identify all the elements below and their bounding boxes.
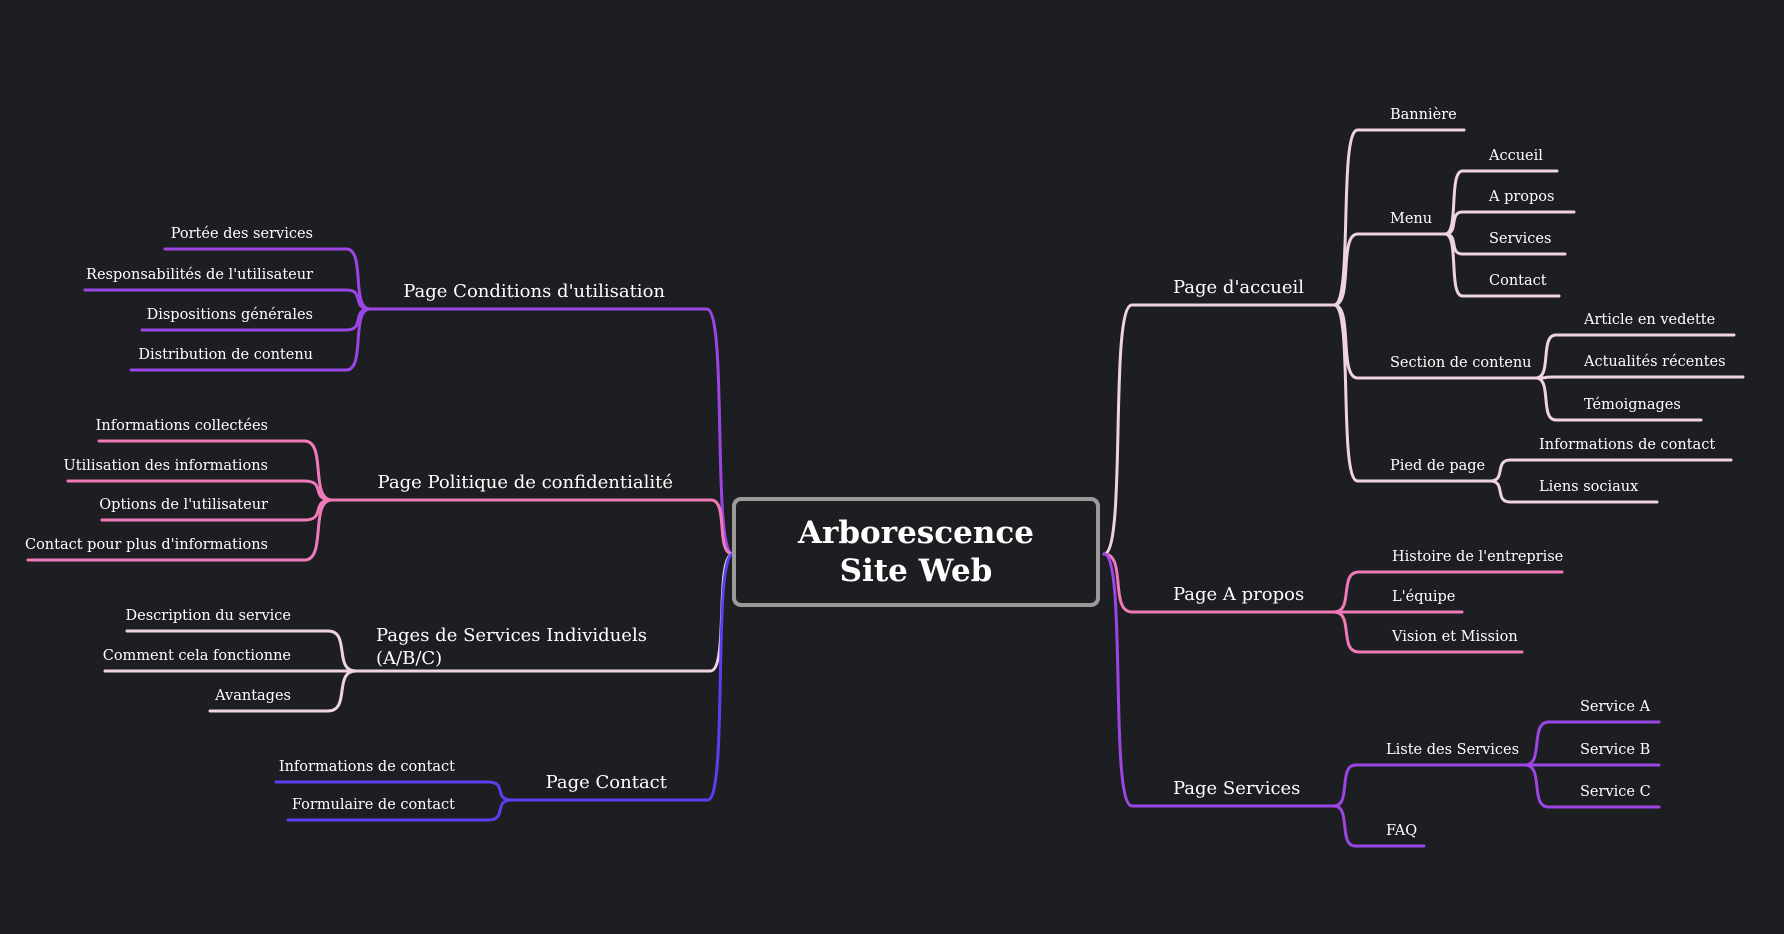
branch-line xyxy=(280,498,334,562)
branch-line xyxy=(685,552,735,802)
subtopic-node[interactable]: Formulaire de contact xyxy=(291,797,455,813)
branch-line xyxy=(1534,375,1574,380)
branch-line xyxy=(1332,763,1375,808)
subtopic-node[interactable]: Pied de page xyxy=(1390,458,1486,474)
subtopic-node[interactable]: Informations de contact xyxy=(278,759,455,775)
subtopic-node[interactable]: Comment cela fonctionne xyxy=(102,648,291,664)
subtopic-node[interactable]: Responsabilités de l'utilisateur xyxy=(86,267,313,283)
branch-line xyxy=(1332,570,1381,614)
branch-line xyxy=(683,307,735,556)
leaf-node[interactable]: Service A xyxy=(1580,699,1651,715)
branch-line xyxy=(1332,128,1379,307)
branch-line xyxy=(303,629,358,673)
leaf-node[interactable]: Contact xyxy=(1489,273,1547,289)
subtopic-node[interactable]: Bannière xyxy=(1390,107,1457,123)
branch-line xyxy=(1488,458,1529,483)
subtopic-node[interactable]: Utilisation des informations xyxy=(63,458,268,474)
topic-node[interactable]: Page Conditions d'utilisation xyxy=(403,281,665,302)
leaf-node[interactable]: Service B xyxy=(1580,742,1651,758)
branch-line xyxy=(1332,804,1375,848)
root-title: Arborescence Site Web xyxy=(798,515,1034,589)
branch-line xyxy=(1534,376,1574,422)
branch-line xyxy=(1534,333,1574,380)
branch-line xyxy=(691,498,735,556)
branch-line xyxy=(280,439,334,502)
leaf-node[interactable]: A propos xyxy=(1489,189,1555,205)
branch-line xyxy=(1488,479,1529,504)
topic-node[interactable]: Page Services xyxy=(1173,778,1301,799)
branch-line xyxy=(1443,232,1479,298)
subtopic-node[interactable]: Options de l'utilisateur xyxy=(99,497,268,513)
branch-line xyxy=(303,669,358,713)
branch-line xyxy=(1523,720,1570,767)
subtopic-node[interactable]: Description du service xyxy=(125,608,291,624)
subtopic-node[interactable]: Vision et Mission xyxy=(1392,629,1518,645)
branch-line xyxy=(467,798,514,822)
branch-line xyxy=(1102,303,1157,556)
subtopic-node[interactable]: Contact pour plus d'informations xyxy=(24,537,268,553)
subtopic-node[interactable]: L'équipe xyxy=(1392,589,1456,605)
leaf-node[interactable]: Actualités récentes xyxy=(1584,354,1726,370)
subtopic-node[interactable]: Section de contenu xyxy=(1390,355,1532,371)
branch-line xyxy=(1523,763,1570,809)
branch-line xyxy=(1102,552,1157,614)
subtopic-node[interactable]: Avantages xyxy=(215,688,291,704)
branch-line xyxy=(1332,303,1379,483)
branch-line xyxy=(325,307,372,372)
branch-line xyxy=(1332,232,1379,307)
subtopic-node[interactable]: FAQ xyxy=(1386,823,1418,839)
leaf-node[interactable]: Informations de contact xyxy=(1539,437,1716,453)
root-node[interactable]: Arborescence Site Web xyxy=(732,497,1100,607)
branch-line xyxy=(1102,552,1157,808)
leaf-node[interactable]: Services xyxy=(1489,231,1552,247)
topic-node[interactable]: Page A propos xyxy=(1173,584,1305,605)
branch-line xyxy=(325,247,372,311)
topic-node[interactable]: Page d'accueil xyxy=(1173,277,1305,298)
subtopic-node[interactable]: Menu xyxy=(1390,211,1433,227)
branch-line xyxy=(1443,169,1479,236)
leaf-node[interactable]: Liens sociaux xyxy=(1539,479,1639,495)
subtopic-node[interactable]: Dispositions générales xyxy=(146,307,313,323)
topic-node[interactable]: Page Politique de confidentialité xyxy=(377,472,673,493)
leaf-node[interactable]: Service C xyxy=(1580,784,1651,800)
topic-node[interactable]: Page Contact xyxy=(545,772,667,793)
leaf-node[interactable]: Article en vedette xyxy=(1584,312,1716,328)
branch-line xyxy=(467,780,514,802)
leaf-node[interactable]: Accueil xyxy=(1489,148,1543,164)
branch-line xyxy=(1332,610,1381,654)
subtopic-node[interactable]: Informations collectées xyxy=(95,418,268,434)
subtopic-node[interactable]: Distribution de contenu xyxy=(138,347,313,363)
subtopic-node[interactable]: Histoire de l'entreprise xyxy=(1392,549,1564,565)
leaf-node[interactable]: Témoignages xyxy=(1584,397,1681,413)
subtopic-node[interactable]: Liste des Services xyxy=(1386,742,1520,758)
subtopic-node[interactable]: Portée des services xyxy=(170,226,313,242)
topic-node[interactable]: Pages de Services Individuels (A/B/C) xyxy=(376,625,647,669)
